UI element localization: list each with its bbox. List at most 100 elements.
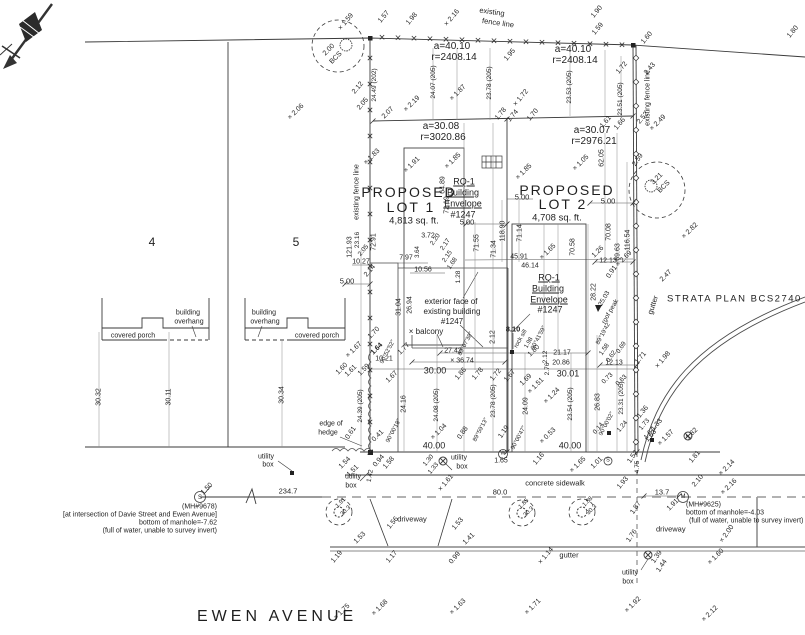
building-note: #1247 — [440, 317, 464, 326]
dimension-label: 24.16 — [400, 395, 408, 413]
lot1-title: PROPOSED — [361, 184, 457, 200]
witness-line — [634, 449, 640, 455]
dimension-label: 2.12 — [489, 330, 497, 344]
witness-line — [367, 107, 373, 113]
monument-circle — [628, 161, 686, 219]
witness-line — [437, 350, 443, 356]
dimension-label: 121.93 — [346, 236, 354, 258]
dimension-label: 12.13 — [605, 359, 623, 367]
manhole-m-symbol-label: M — [680, 494, 686, 500]
fence-post-mark — [632, 294, 640, 302]
witness-line — [367, 367, 373, 373]
hedge-label: edge of — [319, 420, 343, 428]
mh9678-note: [at intersection of Davie Street and Ewe… — [63, 511, 217, 519]
dimension-label: 70.58 — [569, 238, 577, 256]
dimension-label: 21.17 — [553, 349, 571, 357]
witness-line — [367, 393, 373, 399]
overhang-label: building — [175, 309, 201, 317]
envelope-label: Envelope — [530, 294, 568, 305]
dimension-label: 24.49 (202) — [370, 68, 378, 102]
lot5-number: 5 — [292, 235, 300, 249]
witness-line — [507, 38, 513, 44]
dimension-label: 24.08 (205) — [432, 388, 440, 422]
dimension-label: 30.11 — [165, 388, 173, 406]
dimension-label: 71.34 — [490, 240, 498, 258]
dimension-label: 7.97 — [399, 254, 413, 262]
witness-line — [523, 39, 529, 45]
hedge-label: hedge — [318, 429, 338, 437]
fence-post-mark — [632, 390, 640, 398]
driveway-label: driveway — [397, 514, 427, 524]
dimension-label: 31.04 — [395, 298, 403, 316]
dimension-label: 30.34 — [278, 386, 286, 404]
witness-line — [370, 118, 376, 124]
dimension-label: 71.55 — [473, 234, 481, 252]
utility-box-label: utility — [622, 569, 638, 577]
lot1-title: LOT 1 — [386, 199, 436, 215]
building-envelope-lot2 — [511, 223, 587, 453]
envelope-label: #1247 — [450, 209, 476, 220]
utility-box-label: box — [262, 461, 274, 469]
dimension-label: 23.54 (205) — [566, 387, 574, 421]
arc-dimension: r=2976.21 — [571, 136, 617, 147]
witness-line — [367, 81, 373, 87]
monument-circle — [311, 19, 365, 73]
hatched-pad-symbol — [481, 155, 503, 169]
dimension-label: 30.32 — [95, 388, 103, 406]
witness-line — [603, 41, 609, 47]
water-valve-icon — [498, 449, 508, 459]
manhole-s-icon — [603, 456, 613, 466]
utility-box-label: utility — [345, 473, 361, 481]
lot1-area: 4,813 sq. ft. — [389, 215, 439, 227]
dimension-label: 23.78 (205) — [489, 384, 497, 418]
witness-line — [427, 36, 433, 42]
fence-post-mark — [632, 414, 640, 422]
survey-symbols — [194, 19, 693, 571]
dimension-label: 5.00 — [514, 192, 530, 202]
dimension-label: 30.00 — [423, 365, 447, 376]
lot2-title: PROPOSED — [519, 182, 615, 198]
arc-dimension: a=30.07 — [573, 125, 611, 136]
witness-line — [491, 38, 497, 44]
porch-label: covered porch — [110, 332, 156, 340]
lot5-building — [244, 298, 346, 341]
fence-post-mark — [632, 126, 640, 134]
fence-post-mark — [632, 318, 640, 326]
overhang-label: building — [251, 309, 277, 317]
witness-line — [539, 39, 545, 45]
utility-box-label: box — [456, 463, 468, 471]
sidewalk-label: concrete sidewalk — [525, 478, 585, 488]
witness-line — [475, 37, 481, 43]
dimension-label: 45.91 — [510, 253, 528, 261]
dimension-label: 5.00 — [459, 217, 475, 227]
dimension-label: 40.00 — [558, 440, 582, 451]
dimension-label: 118.90 — [499, 220, 507, 242]
dimension-label: 4.75 — [633, 460, 641, 474]
witness-line — [676, 493, 682, 499]
leader-line — [511, 313, 531, 333]
utility-box-label: box — [345, 482, 357, 490]
corner-monuments — [368, 36, 654, 455]
witness-line — [630, 113, 636, 119]
witness-line — [641, 493, 647, 499]
dimension-label: 20.86 — [552, 359, 570, 367]
dimension-label: 26.83 — [594, 393, 602, 411]
witness-line — [367, 211, 373, 217]
witness-line — [367, 263, 373, 269]
utility-box-label: box — [622, 578, 634, 586]
fence-post-mark — [632, 270, 640, 278]
dimension-label: × 36.74 — [450, 357, 474, 365]
dimension-label: 10.56 — [414, 266, 432, 274]
dimension-label: 10.27 — [352, 258, 370, 266]
arc-dimension: r=2408.14 — [431, 52, 477, 63]
gutter-label: gutter — [559, 550, 579, 560]
line-break-symbol — [245, 487, 257, 505]
dimension-label: 5.00 — [339, 276, 355, 286]
mh9678-note: (full of water, unable to survey invert) — [102, 527, 217, 535]
dimension-label: 62.05 — [598, 149, 606, 167]
fence-note: existing fence line — [353, 164, 361, 220]
witness-line — [367, 281, 373, 287]
dimension-label: 28.22 — [590, 283, 598, 301]
witness-line — [504, 221, 510, 227]
